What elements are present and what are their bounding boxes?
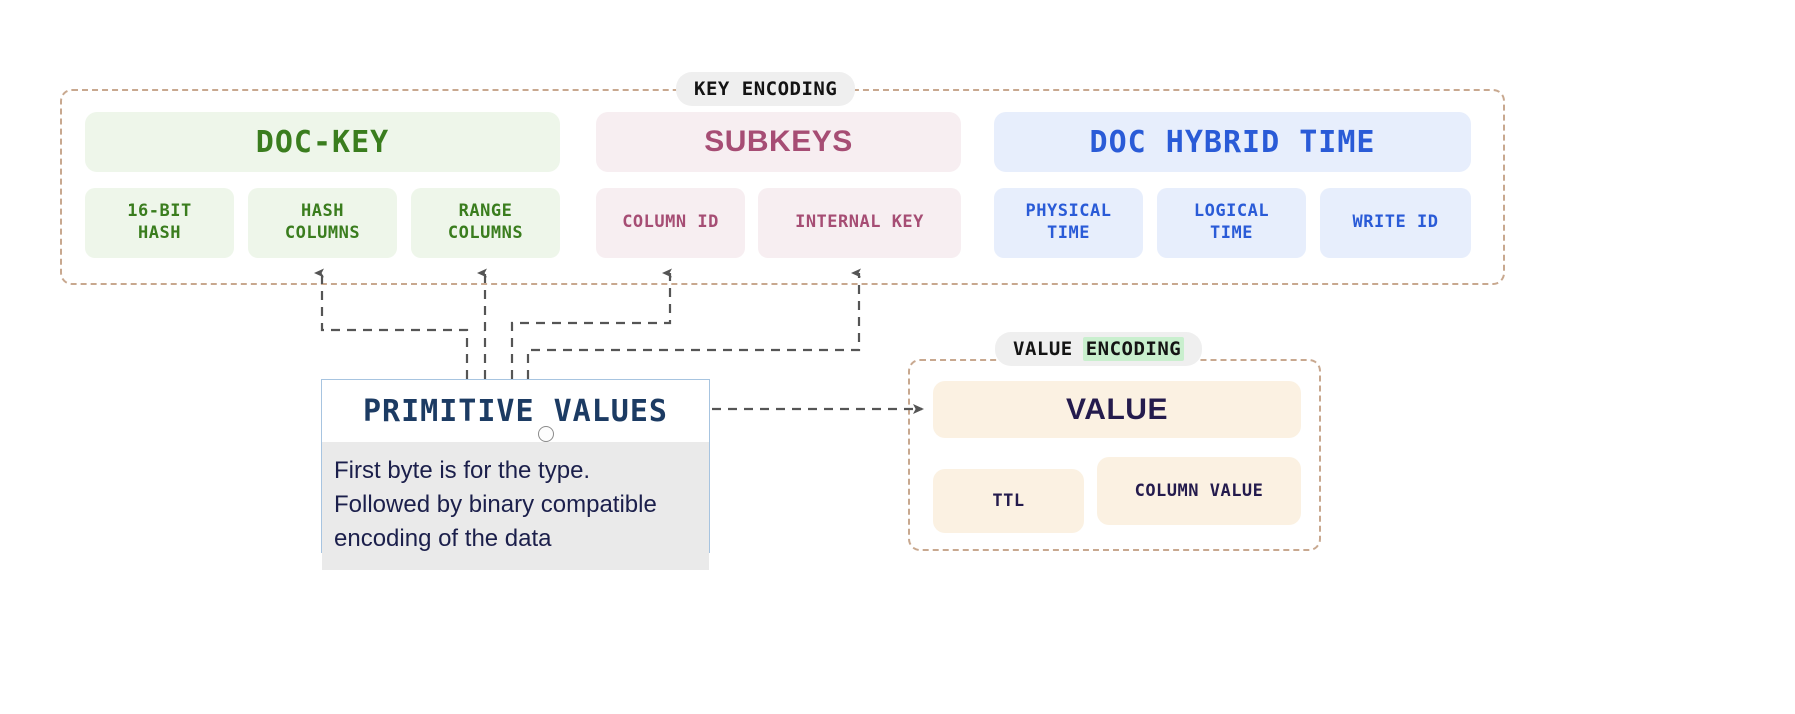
group-header-doc-key: DOC-KEY — [85, 112, 560, 172]
value-header-label: VALUE — [1066, 392, 1168, 426]
primitive-values-description: First byte is for the type. Followed by … — [322, 442, 709, 571]
leaf-column-value: COLUMN VALUE — [1097, 457, 1301, 525]
value-encoding-badge-plain: VALUE — [1013, 338, 1073, 360]
leaf-internal-key: INTERNAL KEY — [758, 188, 961, 258]
wire-to-hash-columns — [314, 268, 469, 379]
leaf-16-bit-hash: 16-BIT HASH — [85, 188, 234, 258]
primitive-values-handle[interactable] — [538, 426, 554, 442]
leaf-column-id: COLUMN ID — [596, 188, 745, 258]
group-header-doc-hybrid-time: DOC HYBRID TIME — [994, 112, 1471, 172]
key-encoding-badge-label: KEY ENCODING — [694, 78, 838, 100]
leaf-write-id: WRITE ID — [1320, 188, 1471, 258]
leaf-range-columns: RANGE COLUMNS — [411, 188, 560, 258]
leaf-column-value-label: COLUMN VALUE — [1134, 481, 1264, 501]
leaf-hash-columns: HASH COLUMNS — [248, 188, 397, 258]
wire-to-column-id — [510, 268, 672, 379]
group-header-subkeys: SUBKEYS — [596, 112, 961, 172]
leaf-hash-columns-label: HASH COLUMNS — [284, 201, 361, 243]
leaf-ttl-label: TTL — [992, 491, 1025, 511]
wire-to-internal-key — [526, 268, 861, 379]
value-encoding-badge-highlight: ENCODING — [1082, 337, 1185, 361]
primitive-values-title: PRIMITIVE VALUES — [322, 380, 709, 442]
value-encoding-badge: VALUE ENCODING — [995, 332, 1203, 366]
group-header-subkeys-label: SUBKEYS — [704, 125, 853, 158]
leaf-range-columns-label: RANGE COLUMNS — [447, 201, 524, 243]
group-header-doc-hybrid-time-label: DOC HYBRID TIME — [1089, 124, 1376, 160]
leaf-physical-time-label: PHYSICAL TIME — [1025, 201, 1112, 243]
leaf-physical-time: PHYSICAL TIME — [994, 188, 1143, 258]
leaf-write-id-label: WRITE ID — [1352, 212, 1439, 233]
leaf-logical-time: LOGICAL TIME — [1157, 188, 1306, 258]
leaf-ttl: TTL — [933, 469, 1084, 533]
value-header-box: VALUE — [933, 381, 1301, 438]
primitive-values-node[interactable]: PRIMITIVE VALUES First byte is for the t… — [321, 379, 710, 571]
leaf-column-id-label: COLUMN ID — [622, 212, 719, 233]
key-encoding-badge: KEY ENCODING — [676, 72, 856, 106]
group-header-doc-key-label: DOC-KEY — [255, 124, 390, 160]
leaf-16-bit-hash-label: 16-BIT HASH — [127, 201, 192, 243]
leaf-logical-time-label: LOGICAL TIME — [1193, 201, 1270, 243]
leaf-internal-key-label: INTERNAL KEY — [795, 212, 924, 233]
